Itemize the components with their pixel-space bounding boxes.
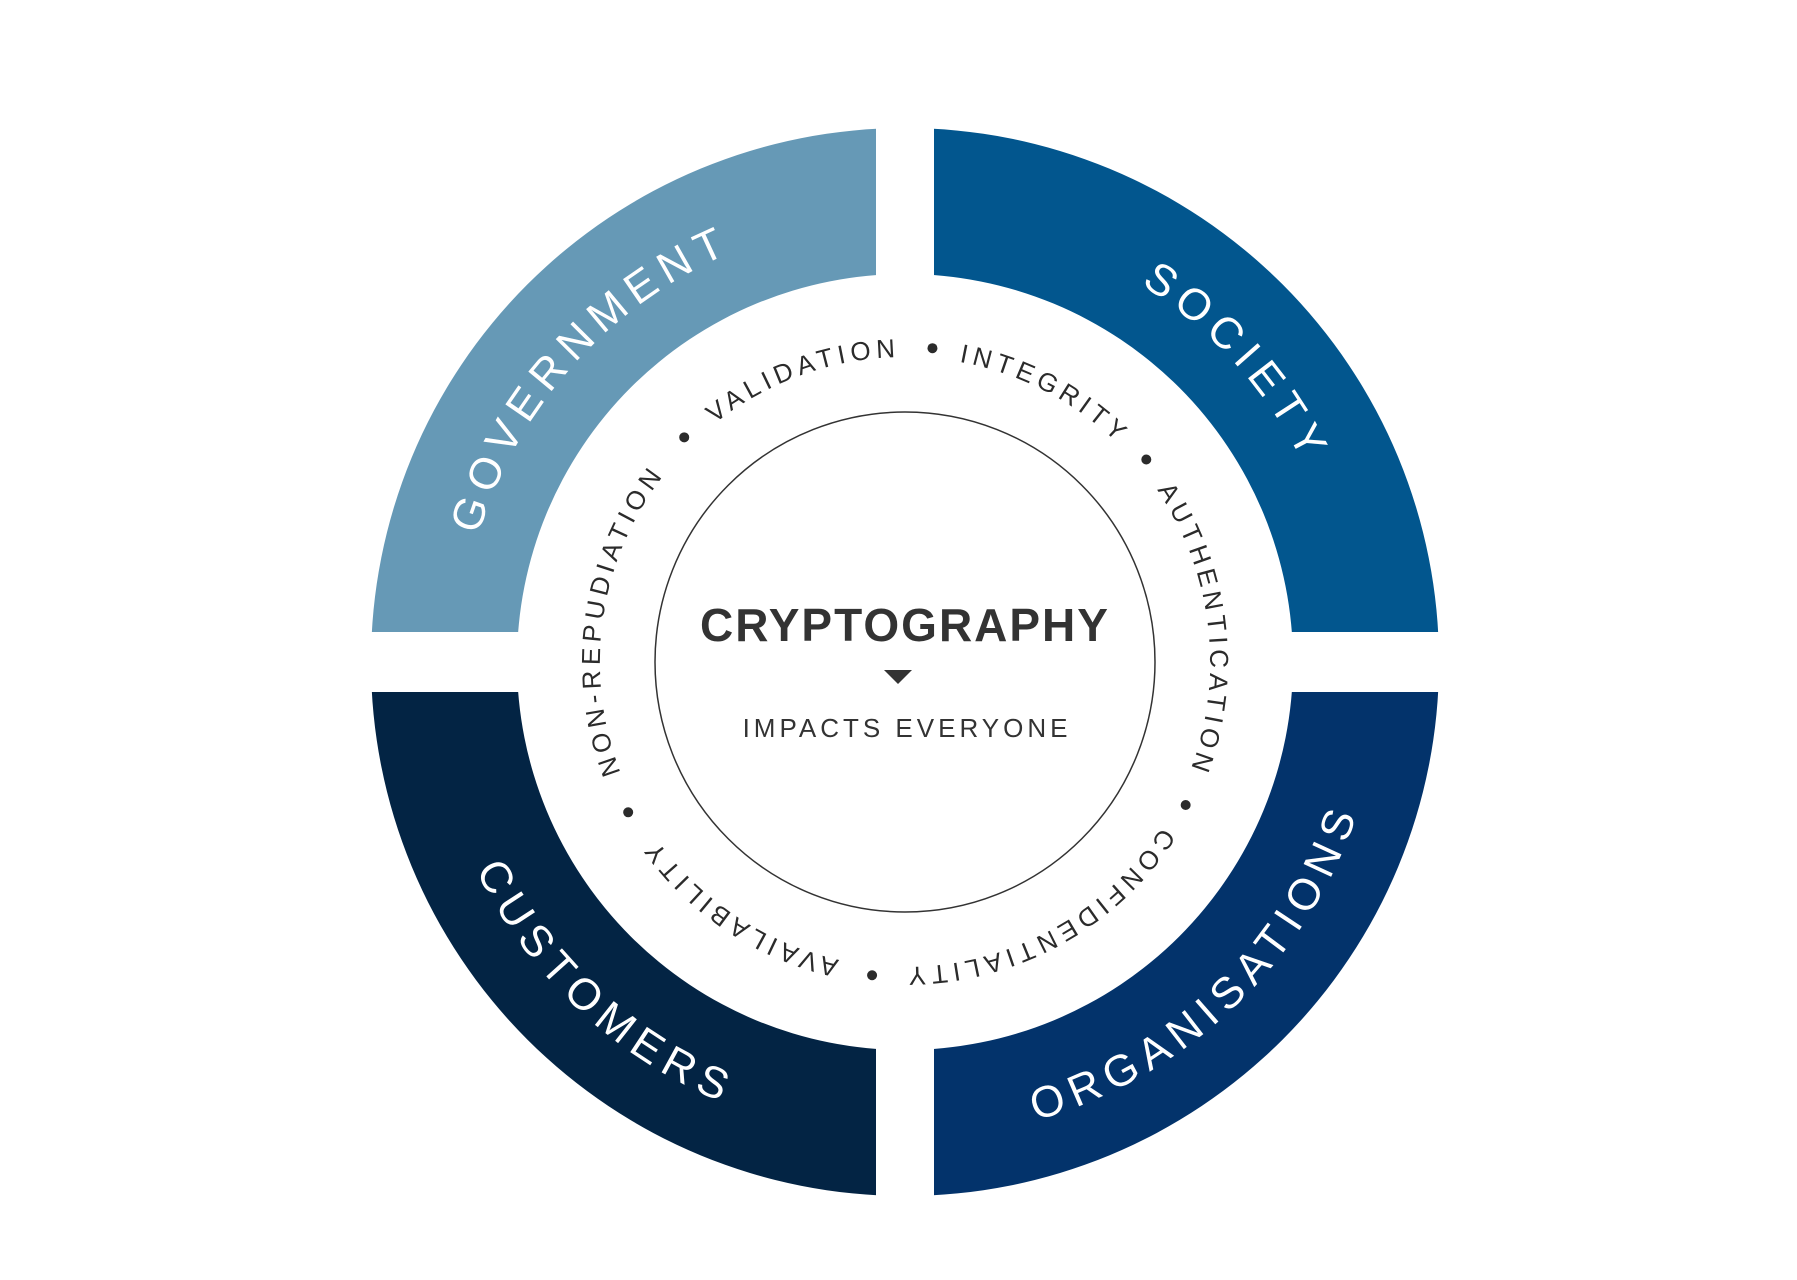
property-availability: AVAILABILITY <box>636 833 841 983</box>
center-subtitle: IMPACTS EVERYONE <box>743 713 1072 743</box>
bullet-dot-icon <box>867 970 878 981</box>
property-confidentiality: CONFIDENTIALITY <box>903 824 1181 992</box>
segment-organisations <box>905 662 1439 1196</box>
property-integrity: INTEGRITY <box>958 338 1136 449</box>
triangle-down-icon <box>884 670 912 684</box>
center-circle <box>654 411 1156 913</box>
segment-society <box>905 128 1439 662</box>
bullet-dot-icon <box>1180 800 1191 811</box>
bullet-dot-icon <box>623 807 634 818</box>
bullet-dot-icon <box>927 343 938 354</box>
segment-customers <box>371 662 905 1196</box>
property-authentication: AUTHENTICATION <box>1152 477 1234 781</box>
segment-government <box>371 128 905 662</box>
center-title: CRYPTOGRAPHY <box>700 599 1110 651</box>
bullet-dot-icon <box>679 432 690 443</box>
horizontal-gap <box>340 632 1470 692</box>
bullet-dot-icon <box>1141 454 1152 465</box>
property-non-repudiation: NON-REPUDIATION <box>576 459 671 781</box>
